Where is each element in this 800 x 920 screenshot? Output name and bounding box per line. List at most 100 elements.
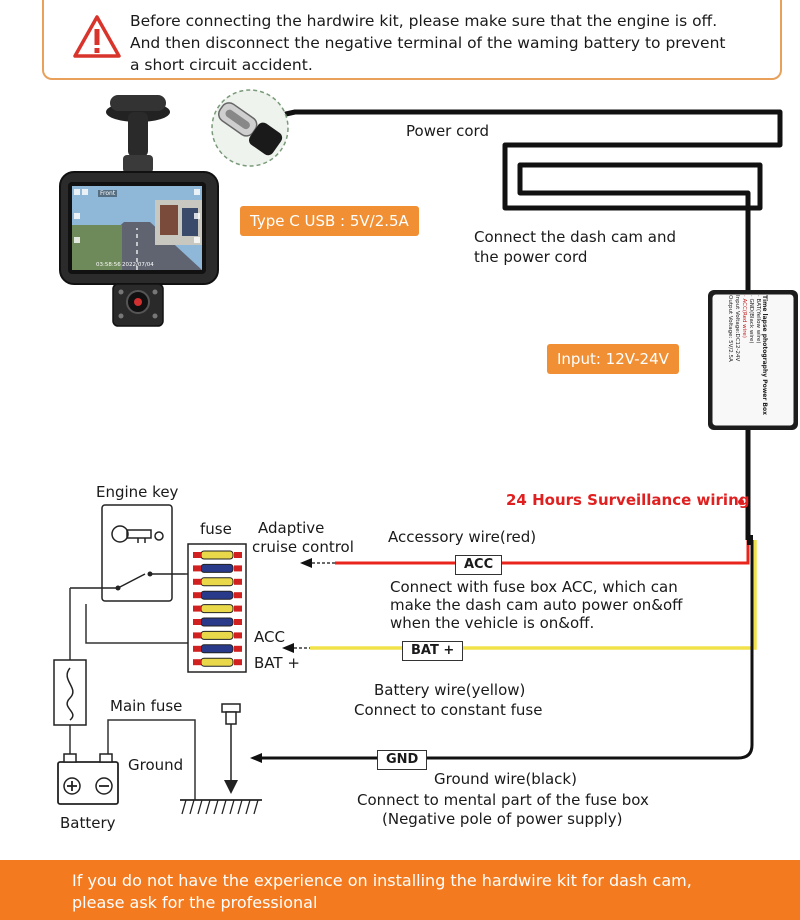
usb-c-plug-icon — [217, 102, 283, 156]
fuse-terminal — [193, 565, 201, 572]
fuse-terminal — [234, 645, 242, 652]
ground-wire-desc-2: (Negative pole of power supply) — [382, 810, 623, 828]
connect-label-1: Connect the dash cam and — [474, 228, 677, 246]
battery-wire-label: Battery wire(yellow) — [374, 681, 526, 699]
acc-arrow — [300, 558, 312, 568]
screen-date: 2022/07/04 — [122, 262, 154, 268]
ground-hatch-line — [237, 799, 243, 815]
bottom-line: please ask for the professional — [72, 893, 318, 912]
power-cord-cable — [267, 109, 783, 290]
ground-label: Ground — [128, 756, 184, 774]
acc-tag: ACC — [455, 555, 503, 575]
power-box-spec: Output Voltage: 5V/2.5A — [727, 295, 733, 362]
ground-hatch-line — [229, 799, 235, 815]
acc-fuse-label: ACC — [254, 628, 285, 646]
fuse-terminal — [234, 578, 242, 585]
warning-text: Before connecting the hardwire kit, plea… — [130, 10, 780, 76]
power-box-title: Time lapse photography Power Box — [761, 295, 768, 415]
acc-desc-2: make the dash cam auto power on&off — [390, 596, 683, 614]
warning-box — [42, 0, 782, 80]
battery-icon — [57, 753, 119, 805]
surveillance-title: 24 Hours Surveillance wiring — [506, 491, 750, 509]
power-box-label: Time lapse photography Power Box · BAT(Y… — [727, 295, 768, 425]
bat-fuse-label: BAT + — [254, 654, 300, 672]
ground-hatch-line — [213, 799, 219, 815]
engine-key-label: Engine key — [96, 483, 179, 501]
battery-label: Battery — [60, 814, 116, 832]
gnd-tag: GND — [377, 750, 428, 770]
ground-hatch — [181, 799, 259, 815]
fuse-blade — [200, 617, 234, 627]
fuse-terminal — [234, 659, 242, 666]
fuse-terminal — [234, 552, 242, 558]
dash-cam-mount — [106, 95, 170, 173]
accessory-wire-label: Accessory wire(red) — [388, 528, 537, 546]
fuse-blade — [200, 657, 234, 667]
ground-hatch-line — [197, 799, 203, 815]
input-badge: Input: 12V-24V — [547, 344, 679, 374]
dash-cam-body — [59, 171, 219, 285]
surveillance-dot — [738, 499, 744, 505]
gnd-wire — [262, 540, 754, 760]
battery-wire-desc: Connect to constant fuse — [354, 701, 543, 719]
bat-arrow — [282, 643, 294, 653]
ground-screw-icon — [221, 703, 241, 794]
bottom-notice-text: If you do not have the experience on ins… — [72, 870, 772, 914]
ground-hatch-line — [205, 799, 211, 815]
fuse-terminal — [234, 605, 242, 612]
fuse-blade — [200, 550, 234, 560]
warning-line: Before connecting the hardwire kit, plea… — [130, 12, 718, 30]
fuse-row — [193, 550, 242, 667]
interior-camera — [112, 283, 164, 327]
bottom-line: If you do not have the experience on ins… — [72, 871, 692, 890]
power-box-line: · GND(Black wire) — [748, 295, 754, 344]
fuse-terminal — [234, 632, 242, 639]
fuse-terminal — [193, 619, 201, 625]
power-box — [708, 290, 798, 430]
fuse-terminal — [193, 632, 201, 639]
fuse-terminal — [234, 565, 242, 572]
screen-time: 03:58:56 — [96, 262, 121, 268]
ground-hatch-line — [253, 799, 259, 815]
bottom-notice-bar — [0, 860, 800, 920]
gnd-arrow — [250, 753, 262, 763]
fuse-label: fuse — [200, 520, 232, 538]
fuse-blade — [200, 604, 234, 614]
power-box-line: · BAT(Yellow wire) — [755, 295, 761, 344]
power-box-spec: Input Voltage:DC12-24V — [734, 295, 740, 362]
warning-icon — [72, 14, 122, 60]
ground-hatch-line — [245, 799, 251, 815]
warning-line: And then disconnect the negative termina… — [130, 34, 726, 52]
ground-wire-label: Ground wire(black) — [434, 770, 577, 788]
adaptive-label-2: cruise control — [252, 538, 354, 556]
fuse-terminal — [193, 578, 201, 585]
fuse-terminal — [193, 552, 201, 558]
power-box-line: · ACC(Red wire) — [741, 295, 747, 338]
bat-tag: BAT + — [402, 641, 464, 661]
fuse-blade — [200, 563, 234, 573]
fuse-blade — [200, 644, 234, 654]
connect-label-2: the power cord — [474, 248, 588, 266]
fuse-terminal — [234, 592, 242, 599]
main-fuse-icon — [53, 659, 87, 726]
ground-hatch-line — [189, 799, 195, 815]
fuse-blade — [200, 630, 234, 640]
ground-hatch-line — [221, 799, 227, 815]
fuse-terminal — [193, 645, 201, 652]
fuse-terminal — [193, 605, 201, 612]
acc-desc-3: when the vehicle is on&off. — [390, 614, 595, 632]
main-fuse-label: Main fuse — [110, 697, 183, 715]
adaptive-label-1: Adaptive — [258, 519, 325, 537]
ground-wire-desc-1: Connect to mental part of the fuse box — [357, 791, 649, 809]
fuse-terminal — [193, 659, 201, 666]
type-c-badge: Type C USB : 5V/2.5A — [240, 206, 419, 236]
fuse-terminal — [193, 592, 201, 599]
fuse-blade — [200, 577, 234, 587]
screen-front-label: Front — [98, 190, 118, 197]
acc-desc-1: Connect with fuse box ACC, which can — [390, 578, 678, 596]
fuse-blade — [200, 590, 234, 600]
power-cord-label: Power cord — [406, 122, 489, 140]
fuse-terminal — [234, 619, 242, 625]
engine-key-box — [70, 504, 185, 602]
